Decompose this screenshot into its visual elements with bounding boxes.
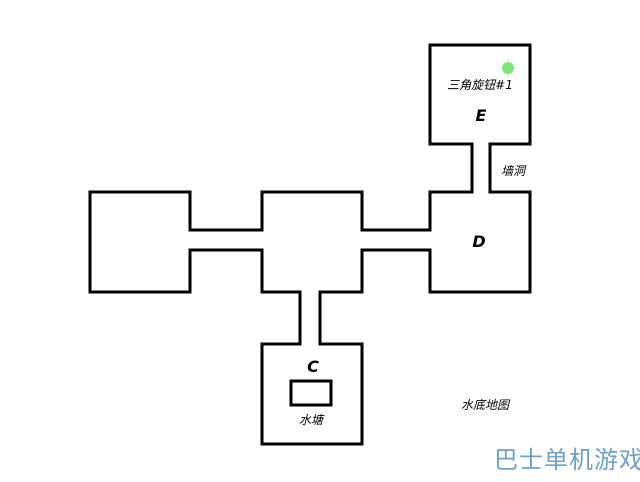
room-b-top (260, 190, 364, 232)
room-b-right-bottom (318, 248, 364, 294)
room-d-outline (428, 142, 532, 294)
watermark-logo: 巴士单机游戏 (494, 446, 640, 474)
pond-box (289, 379, 333, 407)
room-e-letter: E (476, 106, 487, 125)
room-a-outline (88, 190, 192, 294)
pond-label: 水塘 (299, 413, 325, 427)
passage-label: 墙洞 (501, 164, 527, 178)
room-c-letter: C (307, 357, 319, 376)
map-title: 水底地图 (461, 398, 511, 412)
room-e-outline (428, 43, 532, 146)
marker-dot (502, 62, 514, 74)
room-c-outline (260, 342, 364, 446)
room-b-left-bottom (260, 248, 302, 294)
room-e-item-label: 三角旋钮#1 (447, 78, 513, 92)
room-d-letter: D (472, 232, 485, 251)
